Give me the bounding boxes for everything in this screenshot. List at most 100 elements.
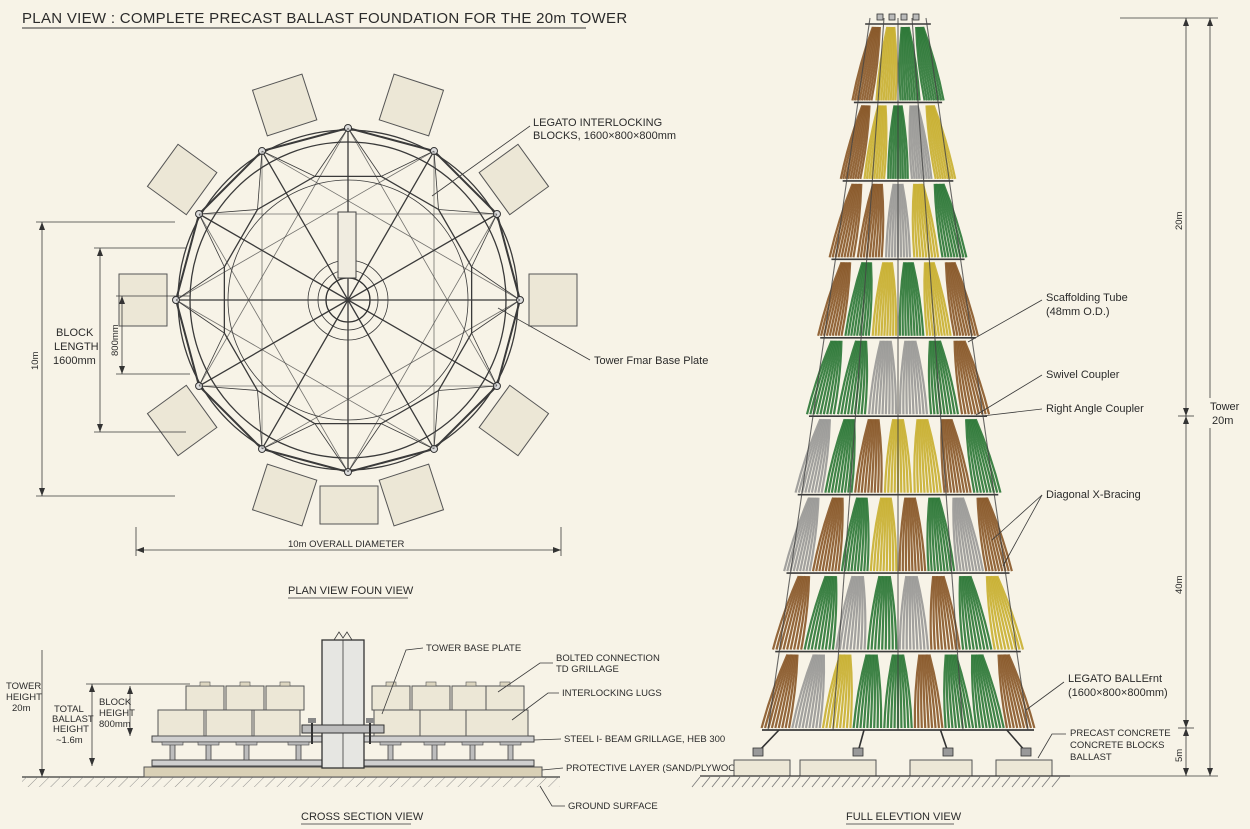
tower-needle-strand [889,340,898,415]
tower-needle-strand [777,654,795,729]
tower-needle-strand [913,497,927,572]
tower-needle-strand [884,26,892,101]
tower-foot-plate [942,747,954,757]
tower-needle-strand [926,497,931,572]
cs-leader-lugs [511,692,559,721]
tower-top-cap [888,13,896,21]
tower-needle-strand [928,654,944,729]
tower-needle-strand [958,340,977,415]
plan-ballast-block [251,73,318,137]
tower-needle-strand [944,262,956,336]
plan-dim-800: 800mm [110,324,121,356]
tower-needle-strand [974,418,1002,493]
tower-needle-strand [934,183,947,258]
plan-ballast-block [378,463,445,527]
tower-needle-strand [919,654,923,729]
tower-needle-strand [820,419,832,493]
tower-needle-strand [824,418,846,493]
tower-needle-strand [934,576,940,650]
tower-needle-strand [892,26,896,101]
plan-ballast-block [319,485,379,525]
tower-needle-cluster [839,105,871,180]
tower-needle-strand [887,575,894,650]
tower-needle-strand [868,105,882,180]
tower-needle-strand [832,340,843,415]
tower-needle-strand [857,418,872,493]
tower-needle-strand [987,576,1000,650]
tower-needle-strand [850,497,862,572]
tower-needle-strand [817,575,832,650]
tower-needle-strand [843,183,860,258]
section-block-upper [265,685,305,711]
tower-needle-strand [872,497,884,572]
tower-needle-cluster [944,261,979,337]
tower-needle-strand [810,419,828,493]
tower-needle-strand [809,340,834,415]
tower-needle-strand [845,654,851,729]
tower-ground-hatch [1051,776,1061,788]
tower-ground-hatch [891,776,901,788]
tower-needle-strand [976,497,988,572]
tower-ground-hatch [801,776,811,788]
tower-needle-strand [933,497,943,572]
tower-needle-cluster [883,419,913,493]
tower-needle-strand [874,575,884,650]
tower-needle-strand [808,497,820,572]
plan-brace [199,209,258,215]
tower-needle-strand [859,654,871,729]
tower-needle-strand [1003,654,1026,729]
tower-needle-strand [946,262,962,336]
tower-needle-strand [913,183,919,258]
tower-needle-strand [887,105,896,179]
tower-needle-strand [808,654,822,729]
tower-needle-strand [847,419,855,493]
el-label-ballast-line2: (1600×800×800mm) [1068,687,1168,699]
tower-needle-strand [845,575,858,650]
tower-needle-strand [784,654,798,729]
tower-needle-strand [905,340,909,415]
tower-ground-hatch [811,776,821,788]
plan-view-caption: PLAN VIEW FOUN VIEW [288,585,414,597]
tower-needle-strand [950,418,972,493]
plan-brace [314,423,349,473]
cs-dim-ballast-line4: ~1.6m [56,735,83,746]
tower-upright-tube [911,17,964,731]
tower-needle-strand [878,105,885,180]
tower-needle-strand [893,26,898,101]
tower-needle-strand [792,497,814,572]
tower-ground-hatch [781,776,791,788]
el-label-precast-line1: PRECAST CONCRETE [1070,728,1171,739]
cs-leader-bolted [497,662,553,693]
tower-needle-strand [804,654,820,729]
tower-needle-strand [840,419,852,493]
tower-ground-hatch [881,776,891,788]
tower-needle-strand [821,497,838,572]
tower-ground-hatch [971,776,981,788]
tower-needle-strand [885,497,889,572]
tower-needle-strand [774,654,794,729]
el-label-precast-line3: BALLAST [1070,752,1112,763]
tower-needle-strand [863,105,880,180]
tower-needle-strand [875,654,883,729]
tower-needle-strand [904,26,912,101]
tower-needle-strand [786,575,805,650]
tower-needle-strand [794,418,822,493]
tower-needle-strand [911,105,918,180]
tower-needle-strand [960,497,981,572]
tower-needle-strand [926,262,935,336]
tower-needle-strand [838,575,855,650]
tower-base-plate [301,724,385,734]
tower-needle-strand [844,105,866,180]
tower-needle-strand [911,576,919,650]
plan-brace [380,423,435,450]
tower-needle-strand [1005,654,1029,729]
tower-needle-strand [957,340,974,415]
tower-needle-strand [902,575,909,650]
tower-needle-strand [856,576,862,650]
tower-needle-strand [874,262,886,336]
tower-needle-strand [924,418,939,493]
tower-ground-hatch [751,776,761,788]
tower-needle-strand [910,340,918,415]
el-leader-right-angle [981,408,1043,417]
tower-needle-strand [988,575,1003,650]
